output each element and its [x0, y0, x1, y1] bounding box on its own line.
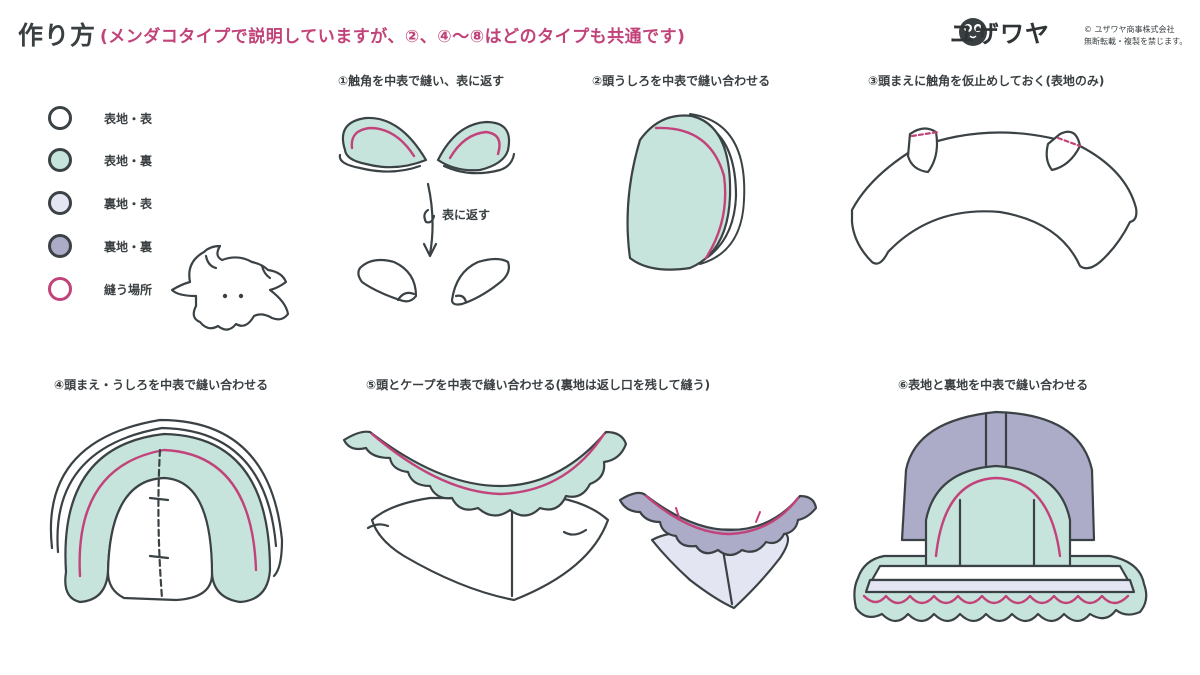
step-6-label: ⑥表地と裏地を中表で縫い合わせる: [898, 378, 1089, 392]
legend-label: 裏地・裏: [104, 240, 153, 254]
step-4-label: ④頭まえ・うしろを中表で縫い合わせる: [54, 378, 269, 392]
page-title: 作り方: [18, 21, 97, 50]
brand-name: ユザワヤ: [950, 20, 1050, 48]
legend-label: 表地・裏: [104, 154, 153, 168]
head-assembled-ring: [49, 418, 284, 604]
step-3-label: ③頭まえに触角を仮止めしておく(表地のみ): [868, 74, 1105, 88]
step-1-label: ①触角を中表で縫い、表に返す: [338, 74, 505, 88]
legend-item-seam: 縫う場所: [48, 271, 152, 307]
legend-swatch: [48, 234, 72, 258]
step-5-label: ⑤頭とケープを中表で縫い合わせる(裏地は返し口を残して縫う): [366, 378, 711, 392]
legend-swatch: [48, 191, 72, 215]
legend-item-outer-back: 表地・裏: [48, 142, 152, 178]
step-2-label: ②頭うしろを中表で縫い合わせる: [592, 74, 771, 88]
antenna-turned-left: [357, 258, 418, 303]
antenna-turned-right: [450, 257, 510, 306]
legend-item-lining-front: 裏地・表: [48, 185, 152, 221]
brand-logo-icon: [959, 18, 987, 46]
head-back-piece: [626, 113, 746, 271]
cape-lining: [618, 491, 818, 610]
cape-outer: [342, 430, 628, 602]
turn-out-annotation: 表に返す: [442, 208, 491, 222]
page-subtitle: (メンダコタイプで説明していますが、②、④〜⑧はどのタイプも共通です): [100, 27, 686, 47]
head-front-piece: [850, 127, 1138, 270]
antenna-left: [338, 116, 428, 173]
legend-item-outer-front: 表地・表: [48, 100, 152, 136]
copyright-line-2: 無断転載・複製を禁じます。: [1084, 37, 1188, 46]
hood-assembled: [853, 410, 1148, 623]
legend-label: 表地・表: [104, 112, 153, 126]
mendako-mascot-icon: [170, 244, 290, 331]
legend-label: 裏地・表: [104, 197, 153, 211]
antenna-right: [436, 120, 516, 175]
legend-item-lining-back: 裏地・裏: [48, 228, 152, 264]
legend-swatch: [48, 148, 72, 172]
legend-swatch: [48, 277, 72, 301]
legend-swatch: [48, 106, 72, 130]
legend-label: 縫う場所: [104, 283, 153, 297]
turn-arrow: [426, 182, 434, 256]
copyright-line-1: © ユザワヤ商事株式会社: [1084, 25, 1175, 34]
